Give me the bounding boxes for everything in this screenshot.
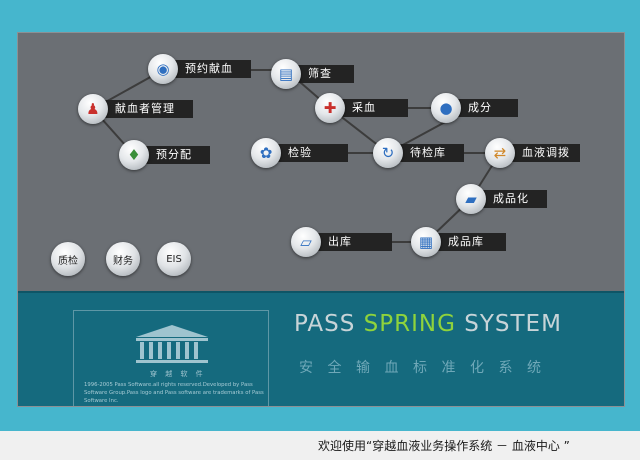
people-icon[interactable]: ♟: [78, 94, 108, 124]
node-dispatch-label[interactable]: 血液调拨: [512, 144, 580, 162]
blood-drop-icon[interactable]: ✚: [315, 93, 345, 123]
qc-button[interactable]: 质检: [51, 242, 85, 276]
node-component-label[interactable]: 成分: [458, 99, 518, 117]
node-pending-label[interactable]: 待检库: [400, 144, 464, 162]
logo-text: 穿 越 软 件: [150, 370, 206, 378]
status-bar: 欢迎使用“穿越血液业务操作系统 － 血液中心 ”: [0, 431, 640, 460]
calendar-icon[interactable]: ◉: [148, 54, 178, 84]
node-collect-label[interactable]: 采血: [342, 99, 408, 117]
warehouse-icon[interactable]: ▦: [411, 227, 441, 257]
node-dispatch[interactable]: ⇄ 血液调拨: [485, 138, 580, 168]
node-screen[interactable]: ▤ 筛查: [271, 59, 354, 89]
main-panel: ◉ 预约献血 ▤ 筛查 ♟ 献血者管理 ✚ 采血 ● 成分 ♦ 预分配 ✿ 检验: [17, 32, 625, 407]
node-collect[interactable]: ✚ 采血: [315, 93, 408, 123]
status-text: 欢迎使用“穿越血液业务操作系统 － 血液中心 ”: [318, 439, 570, 453]
node-stock-label[interactable]: 成品库: [438, 233, 506, 251]
node-stock[interactable]: ▦ 成品库: [411, 227, 506, 257]
microscope-icon[interactable]: ✿: [251, 138, 281, 168]
node-product[interactable]: ▰ 成品化: [456, 184, 547, 214]
node-reserve[interactable]: ◉ 预约献血: [148, 54, 251, 84]
node-component[interactable]: ● 成分: [431, 93, 518, 123]
title-spring: SPRING: [363, 311, 456, 337]
node-preassign[interactable]: ♦ 预分配: [119, 140, 210, 170]
title-pass: PASS: [294, 311, 364, 337]
temple-logo-icon: [136, 325, 208, 363]
folder-icon[interactable]: ▰: [456, 184, 486, 214]
node-preassign-label[interactable]: 预分配: [146, 146, 210, 164]
node-reserve-label[interactable]: 预约献血: [175, 60, 251, 78]
node-product-label[interactable]: 成品化: [483, 190, 547, 208]
copyright-text: 1996-2005 Pass Software.all rights reser…: [84, 382, 264, 404]
node-pending[interactable]: ↻ 待检库: [373, 138, 464, 168]
node-screen-label[interactable]: 筛查: [298, 65, 354, 83]
eis-button[interactable]: EIS: [157, 242, 191, 276]
node-outbound[interactable]: ▱ 出库: [291, 227, 392, 257]
finance-button[interactable]: 财务: [106, 242, 140, 276]
desktop-background: ◉ 预约献血 ▤ 筛查 ♟ 献血者管理 ✚ 采血 ● 成分 ♦ 预分配 ✿ 检验: [17, 32, 625, 407]
folder-out-icon[interactable]: ▱: [291, 227, 321, 257]
node-donor-label[interactable]: 献血者管理: [105, 100, 193, 118]
node-outbound-label[interactable]: 出库: [318, 233, 392, 251]
node-test-label[interactable]: 检验: [278, 144, 348, 162]
title-system: SYSTEM: [455, 311, 562, 337]
cycle-icon[interactable]: ↻: [373, 138, 403, 168]
node-test[interactable]: ✿ 检验: [251, 138, 348, 168]
clipboard-icon[interactable]: ▤: [271, 59, 301, 89]
brand-band: 穿 越 软 件 1996-2005 Pass Software.all righ…: [18, 291, 624, 406]
node-donor[interactable]: ♟ 献血者管理: [78, 94, 193, 124]
flask-icon[interactable]: ●: [431, 93, 461, 123]
system-subtitle: 安全输血标准化系统: [299, 360, 556, 376]
person-icon[interactable]: ♦: [119, 140, 149, 170]
transfer-icon[interactable]: ⇄: [485, 138, 515, 168]
system-title: PASS SPRING SYSTEM: [294, 311, 562, 337]
logo-box: 穿 越 软 件 1996-2005 Pass Software.all righ…: [73, 310, 269, 406]
